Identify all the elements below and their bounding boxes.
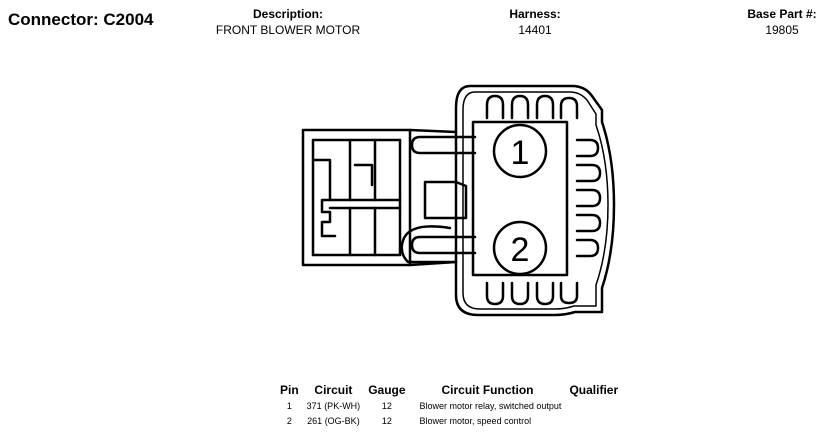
pin-1: 1 [492, 123, 548, 179]
harness-value: 14401 [518, 23, 552, 37]
connector-title: Connector: C2004 [8, 10, 154, 29]
description-value: FRONT BLOWER MOTOR [215, 23, 361, 37]
pin-1-cavity [492, 123, 548, 179]
base-part-value: 19805 [765, 23, 799, 37]
table-row: 1 371 (PK-WH) 12 Blower motor relay, swi… [276, 398, 622, 413]
header-circuit-function: Circuit Function [441, 383, 534, 397]
row-circuit-function: Blower motor, speed control [419, 415, 532, 426]
pin-2: 2 [492, 220, 548, 276]
pin-table-header: Pin Circuit Gauge Circuit Function Quali… [276, 382, 622, 398]
row-circuit: 371 (PK-WH) [306, 400, 361, 411]
pin-1-label: 1 [511, 134, 530, 172]
row-gauge: 12 [381, 400, 392, 411]
connector-housing [400, 84, 616, 317]
harness-label: Harness: [509, 7, 561, 21]
row-qualifier [565, 413, 622, 428]
table-row: 2 261 (OG-BK) 12 Blower motor, speed con… [276, 413, 622, 428]
header-gauge: Gauge [368, 383, 406, 397]
row-gauge: 12 [381, 415, 392, 426]
base-part-block: Base Part #: 19805 [735, 7, 829, 38]
rear-latch-assembly [301, 128, 458, 267]
row-pin: 2 [286, 415, 292, 426]
row-pin: 1 [286, 400, 292, 411]
row-circuit: 261 (OG-BK) [307, 415, 360, 426]
base-part-label: Base Part #: [747, 7, 817, 21]
header-circuit: Circuit [314, 383, 353, 397]
pin-2-cavity [492, 220, 548, 276]
header-qualifier: Qualifier [569, 383, 619, 397]
description-block: Description: FRONT BLOWER MOTOR [188, 7, 388, 38]
pin-table: Pin Circuit Gauge Circuit Function Quali… [276, 382, 622, 428]
harness-block: Harness: 14401 [485, 7, 585, 38]
description-label: Description: [252, 7, 323, 21]
header-pin: Pin [280, 383, 299, 397]
pin-2-label: 2 [511, 231, 530, 269]
row-circuit-function: Blower motor relay, switched output [419, 400, 562, 411]
row-qualifier [565, 398, 622, 413]
